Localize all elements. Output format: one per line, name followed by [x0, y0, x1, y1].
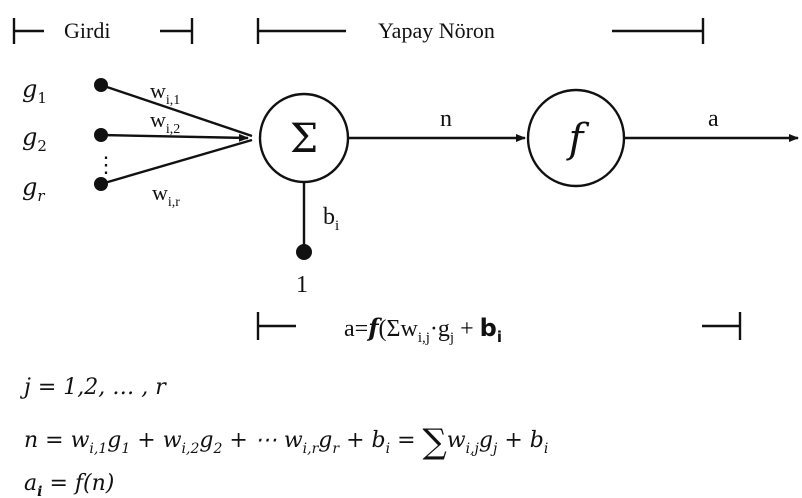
net-label: n: [440, 106, 452, 132]
input-bracket: Girdi: [12, 18, 194, 44]
neuron-label: Yapay Nöron: [378, 18, 495, 43]
bias-input-value: 1: [296, 272, 308, 298]
bias-label: bi: [323, 204, 339, 234]
input-gr: gr: [22, 173, 45, 205]
weight-line-2: [100, 133, 249, 142]
weight-w2: wi,2: [150, 107, 180, 137]
equation-net: n = wi,1g1 + wi,2g2 + ⋯ wi,rgr + bi = ∑w…: [24, 422, 548, 462]
input-label: Girdi: [64, 18, 110, 43]
input-ellipsis: ⋮: [95, 152, 117, 177]
formula-text: a=f(Σwi,j·gj + bi: [344, 313, 502, 346]
equation-index-range: j = 1,2, … , r: [19, 375, 167, 400]
formula-bracket: a=f(Σwi,j·gj + bi: [256, 312, 742, 346]
bias-node: [296, 244, 312, 260]
weight-wr: wi,r: [152, 180, 180, 210]
equation-output: ai = f(n): [24, 471, 114, 498]
sigma-symbol: Σ: [290, 116, 318, 162]
weight-line-1: [100, 83, 253, 138]
output-label: a: [708, 106, 719, 132]
weight-line-r: [100, 138, 253, 186]
input-g1: g1: [22, 75, 47, 107]
input-g2: g2: [22, 123, 47, 155]
neuron-bracket: Yapay Nöron: [256, 18, 705, 44]
weight-w1: wi,1: [150, 78, 180, 108]
